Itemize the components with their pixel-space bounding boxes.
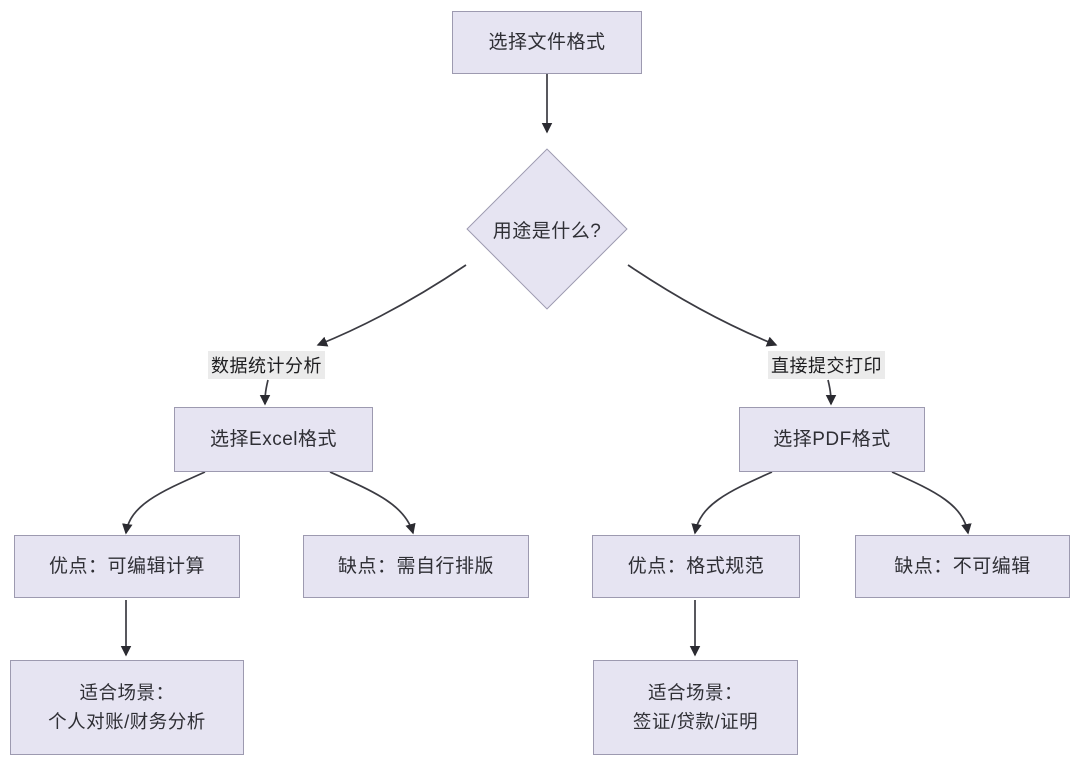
node-choose-pdf[interactable]: 选择PDF格式 (739, 407, 925, 472)
node-decision-label: 用途是什么? (492, 220, 602, 242)
edge-label-to-excel-box (259, 379, 271, 406)
node-pdf-use-case[interactable]: 适合场景： 签证/贷款/证明 (593, 660, 798, 755)
edge-label-to-pdf-box (825, 379, 837, 406)
node-pdf-disadvantage[interactable]: 缺点：不可编辑 (855, 535, 1070, 598)
edge-decision-to-excel (316, 264, 467, 347)
edge-excel-to-con (329, 471, 416, 535)
edge-decision-to-pdf (627, 264, 778, 347)
node-excel-use-case[interactable]: 适合场景： 个人对账/财务分析 (10, 660, 244, 755)
node-excel-disadvantage[interactable]: 缺点：需自行排版 (303, 535, 529, 598)
node-choose-excel[interactable]: 选择Excel格式 (174, 407, 373, 472)
node-excel-advantage[interactable]: 优点：可编辑计算 (14, 535, 240, 598)
node-start[interactable]: 选择文件格式 (452, 11, 642, 74)
edge-label-data-analysis: 数据统计分析 (208, 351, 325, 379)
edge-label-direct-submit-print: 直接提交打印 (768, 351, 885, 379)
node-pdf-advantage[interactable]: 优点：格式规范 (592, 535, 800, 598)
edge-excel-to-pro (122, 471, 206, 535)
edge-pdf-to-con (891, 471, 972, 535)
edge-pdf-to-pro (691, 471, 773, 535)
